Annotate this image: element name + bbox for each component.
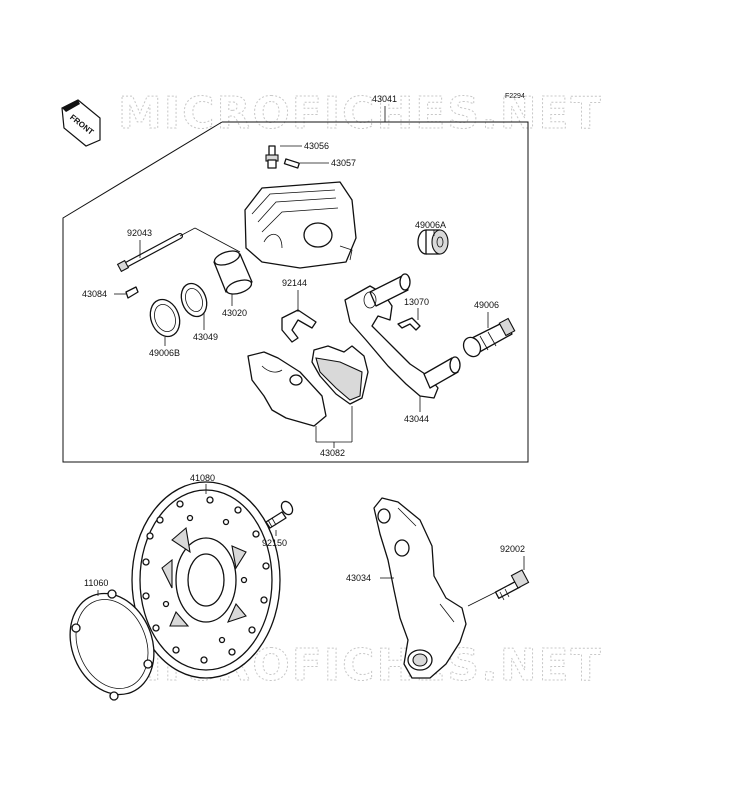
- caliper-assembly-box: [62, 121, 529, 463]
- piston-seal-49006b: [149, 298, 181, 338]
- boot-49006a: [417, 229, 449, 255]
- label-43082: 43082: [320, 448, 345, 458]
- label-49006b: 49006B: [149, 348, 180, 358]
- label-49006a: 49006A: [415, 220, 446, 230]
- brake-pad-outer: [247, 351, 327, 427]
- slide-pin-92043: [116, 233, 183, 273]
- label-43044: 43044: [404, 414, 429, 424]
- label-41080: 41080: [190, 473, 215, 483]
- pin-boot-49006: [462, 317, 516, 358]
- label-43049: 43049: [193, 332, 218, 342]
- label-43057: 43057: [331, 158, 356, 168]
- piston-43020: [213, 250, 253, 295]
- watermark-top: MICROFICHES.NET: [118, 88, 603, 139]
- disc-bolt-92150: [265, 500, 294, 529]
- caliper-bracket-43044: [344, 273, 461, 399]
- label-43034: 43034: [346, 573, 371, 583]
- bleeder-valve-43056: [265, 145, 279, 169]
- diagram-code: F2294: [505, 93, 525, 100]
- label-13070: 13070: [404, 297, 429, 307]
- label-49006: 49006: [474, 300, 499, 310]
- label-43041: 43041: [372, 94, 397, 104]
- caliper-arm-43034: [373, 497, 467, 679]
- bleeder-cap-43057: [283, 158, 300, 169]
- label-43020: 43020: [222, 308, 247, 318]
- caliper-body: [244, 181, 357, 269]
- label-43084: 43084: [82, 289, 107, 299]
- gasket-11060: [69, 589, 155, 701]
- label-92002: 92002: [500, 544, 525, 554]
- label-92144: 92144: [282, 278, 307, 288]
- cotter-pin-43084: [125, 286, 139, 299]
- brake-pad-inner: [311, 345, 369, 405]
- dust-seal-43049: [180, 282, 208, 318]
- label-92150: 92150: [262, 538, 287, 548]
- label-43056: 43056: [304, 141, 329, 151]
- label-92043: 92043: [127, 228, 152, 238]
- pad-spring-92144: [281, 309, 317, 343]
- front-arrow-icon: FRONT: [61, 99, 101, 147]
- pad-clip-13070: [397, 317, 421, 331]
- label-11060: 11060: [84, 578, 108, 588]
- brake-disc-41080: [131, 481, 281, 679]
- arm-bolt-92002: [467, 569, 530, 607]
